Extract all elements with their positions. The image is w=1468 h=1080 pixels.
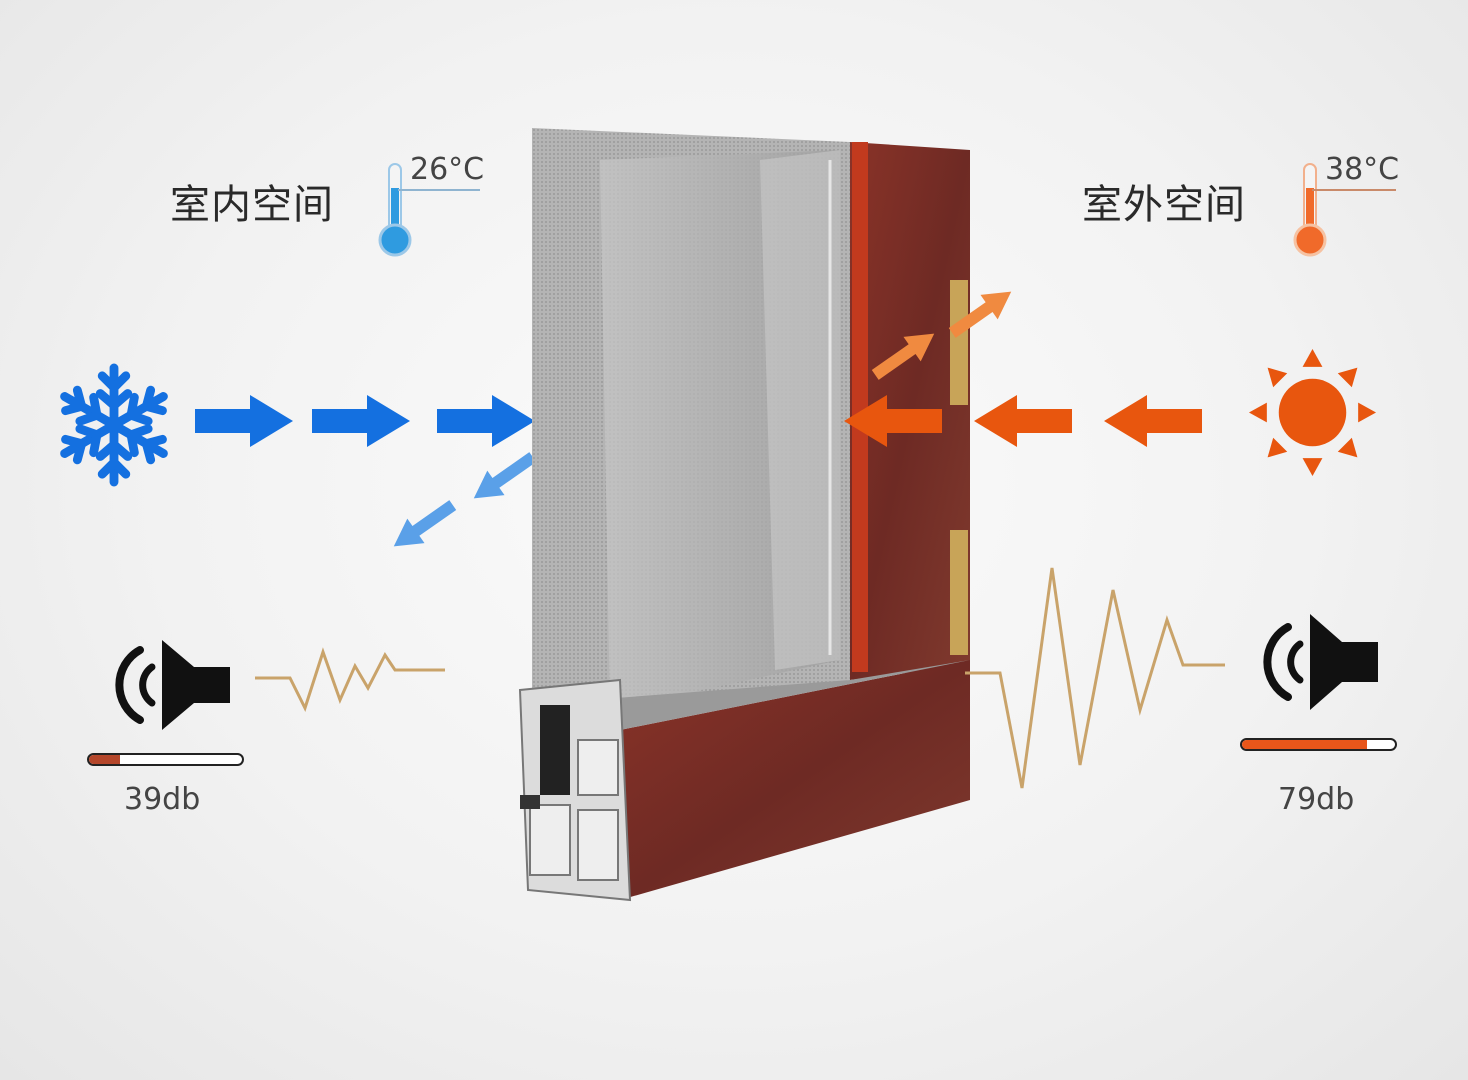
indoor-thermometer-icon	[375, 160, 415, 260]
indoor-speaker-icon	[112, 635, 237, 735]
heat-reflected-arrow-2-icon	[945, 280, 1025, 340]
outdoor-temp-line	[1312, 189, 1396, 191]
outdoor-sound-wave-icon	[940, 560, 1230, 805]
heat-arrow-2-icon	[972, 395, 1072, 447]
cold-reflected-arrow-1-icon	[460, 450, 540, 510]
indoor-noise-meter	[87, 753, 244, 766]
outdoor-thermometer-icon	[1290, 160, 1330, 260]
heat-arrow-3-icon	[1102, 395, 1202, 447]
indoor-sound-wave-icon	[255, 640, 450, 720]
indoor-noise-meter-fill	[89, 755, 120, 764]
indoor-temp-line	[398, 189, 480, 191]
window-frame-cross-section-image	[500, 120, 980, 910]
outdoor-space-title: 室外空间	[1082, 182, 1246, 228]
cold-arrow-1-icon	[195, 395, 295, 447]
cold-arrow-2-icon	[312, 395, 412, 447]
outdoor-noise-level: 79db	[1278, 782, 1355, 817]
outdoor-speaker-icon	[1260, 612, 1385, 712]
heat-reflected-arrow-1-icon	[868, 322, 948, 382]
cold-reflected-arrow-2-icon	[380, 498, 460, 558]
indoor-temperature: 26°C	[410, 152, 485, 187]
outdoor-noise-meter-fill	[1242, 740, 1368, 749]
indoor-space-title: 室内空间	[170, 182, 334, 228]
outdoor-temperature: 38°C	[1325, 152, 1400, 187]
snowflake-icon	[55, 360, 173, 490]
indoor-noise-level: 39db	[124, 782, 201, 817]
heat-arrow-inside-icon	[842, 395, 942, 447]
sun-icon	[1245, 345, 1380, 480]
cold-arrow-3-icon	[437, 395, 537, 447]
outdoor-noise-meter	[1240, 738, 1397, 751]
